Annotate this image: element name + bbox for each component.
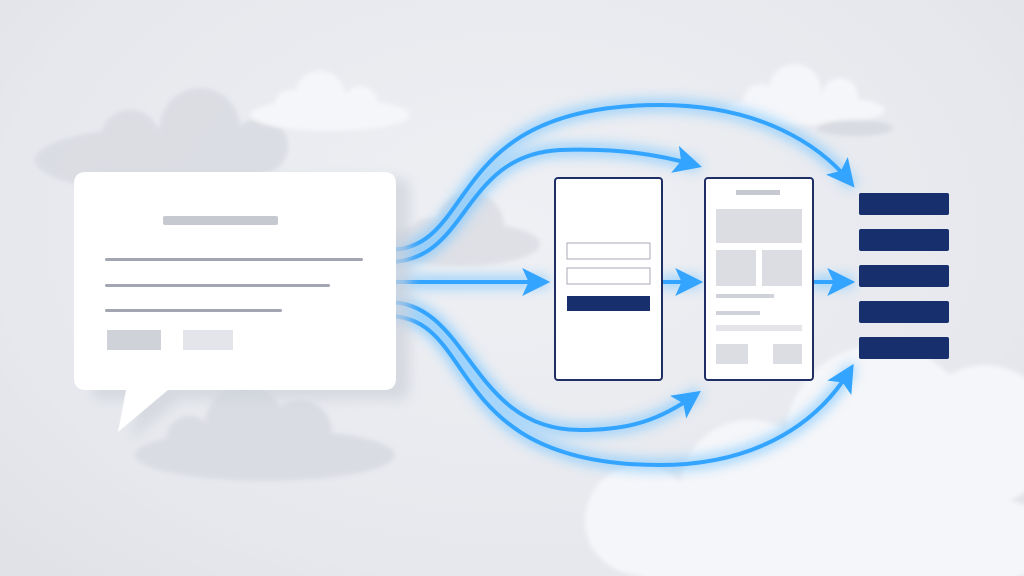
content-tile-left <box>716 250 756 286</box>
chat-bubble-text-line-3 <box>105 309 282 312</box>
content-header-line <box>736 190 780 195</box>
flow-arrow-lower-arc <box>386 314 854 468</box>
content-button-left <box>716 344 748 364</box>
cloud-top-right-icon <box>725 64 893 136</box>
content-hero-block <box>716 209 802 243</box>
list-item <box>859 193 949 215</box>
content-text-line-1 <box>716 294 774 298</box>
flow-arrows <box>386 102 856 468</box>
form-submit-bar <box>567 296 650 311</box>
form-field-1 <box>566 242 651 260</box>
chat-bubble-button-primary <box>107 330 161 350</box>
form-screen-icon <box>554 177 663 381</box>
list-item <box>859 301 949 323</box>
chat-bubble-icon <box>74 172 410 440</box>
flow-arrow-upper-arc <box>386 102 855 252</box>
form-field-2 <box>566 267 651 285</box>
cloud-top-center-icon <box>250 71 410 131</box>
content-text-line-3 <box>716 325 802 331</box>
chat-bubble-title-line <box>163 216 278 225</box>
list-item <box>859 265 949 287</box>
flow-arrow-lower <box>386 300 701 433</box>
flow-arrow-upper <box>386 145 702 264</box>
list-stack-icon <box>859 193 949 359</box>
content-screen-icon <box>704 177 814 381</box>
content-text-line-2 <box>716 311 760 315</box>
cloud-bottom-left-icon <box>135 385 395 481</box>
list-item <box>859 337 949 359</box>
chat-bubble-text-line-2 <box>105 284 330 287</box>
chat-bubble-body <box>74 172 396 432</box>
content-tile-right <box>762 250 802 286</box>
chat-bubble-button-secondary <box>183 330 233 350</box>
chat-bubble-text-line-1 <box>105 258 363 261</box>
content-button-right <box>773 344 802 364</box>
list-item <box>859 229 949 251</box>
